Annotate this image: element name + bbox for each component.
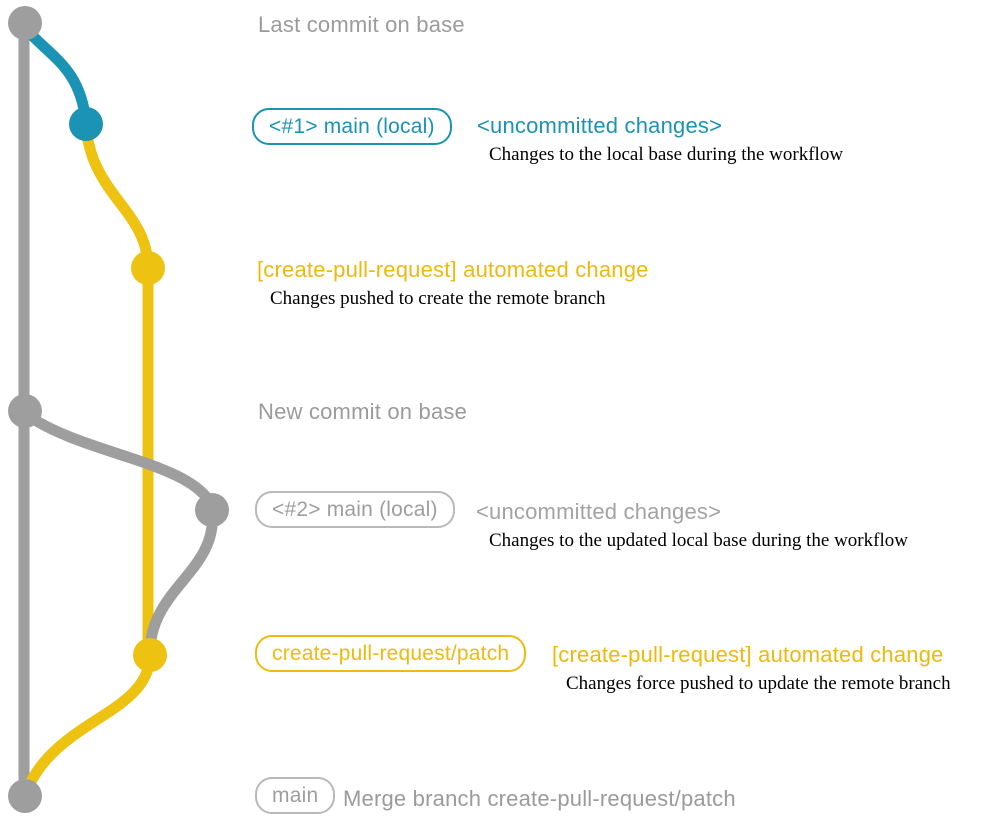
label-merge-branch: Merge branch create-pull-request/patch xyxy=(343,786,736,811)
description-uncommitted-changes-2: Changes to the updated local base during… xyxy=(489,530,908,551)
heading-uncommitted-changes-1: <uncommitted changes> xyxy=(477,113,723,138)
merge-curve xyxy=(20,652,156,798)
commit-node-last-base xyxy=(8,6,42,40)
branch-badge-main: main xyxy=(255,777,336,814)
heading-uncommitted-changes-2: <uncommitted changes> xyxy=(476,499,722,524)
commit-node-uncommitted-1 xyxy=(69,107,103,141)
updated-base-curve-out xyxy=(21,409,218,512)
updated-base-curve-in xyxy=(144,506,218,656)
branch-badge-create-pull-request-patch: create-pull-request/patch xyxy=(255,635,527,672)
commit-node-new-base xyxy=(8,394,42,428)
heading-automated-change-1: [create-pull-request] automated change xyxy=(257,257,649,282)
description-automated-change-1: Changes pushed to create the remote bran… xyxy=(270,288,606,309)
label-new-commit-on-base: New commit on base xyxy=(258,399,468,424)
description-uncommitted-changes-1: Changes to the local base during the wor… xyxy=(489,144,844,165)
branch-badge-main-local-2: <#2> main (local) xyxy=(255,491,455,528)
commit-node-automated-change-2 xyxy=(133,638,167,672)
commit-node-merge xyxy=(8,779,42,813)
local-changes-curve xyxy=(19,22,92,128)
heading-automated-change-2: [create-pull-request] automated change xyxy=(552,642,944,667)
commit-node-uncommitted-2 xyxy=(195,493,229,527)
create-pull-request-branch-line xyxy=(80,118,154,661)
branch-badge-main-local-1: <#1> main (local) xyxy=(252,108,452,145)
description-automated-change-2: Changes force pushed to update the remot… xyxy=(566,673,951,694)
commit-node-automated-change-1 xyxy=(131,251,165,285)
label-last-commit-on-base: Last commit on base xyxy=(258,12,465,37)
